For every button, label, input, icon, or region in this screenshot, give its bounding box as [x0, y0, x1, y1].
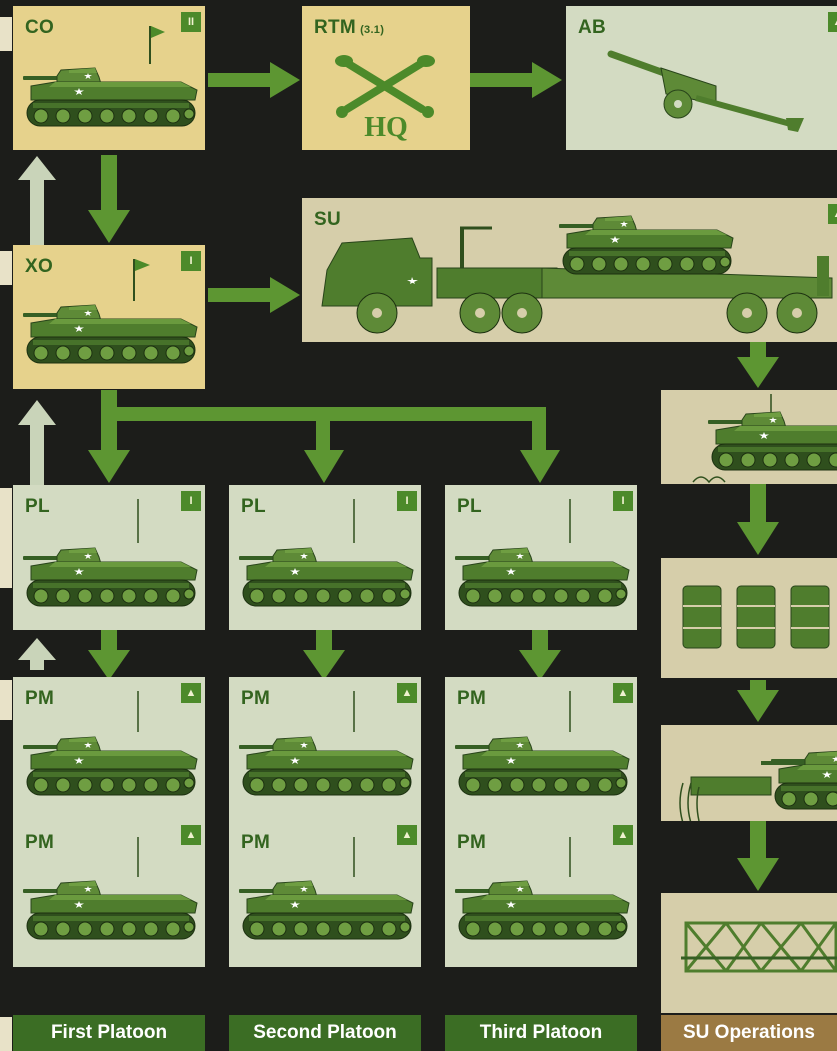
pl-node-first[interactable]: PL I	[13, 485, 205, 630]
pm-node[interactable]: PM PM ▲ ▲	[229, 677, 421, 967]
ab-node[interactable]: AB ▲	[566, 6, 837, 150]
footer-second-platoon: Second Platoon	[229, 1015, 421, 1051]
su-op-dozer[interactable]	[661, 725, 837, 821]
xo-node[interactable]: XO I	[13, 245, 205, 389]
pl-node-third[interactable]: PL I	[445, 485, 637, 630]
pm-node[interactable]: PM PM ▲ ▲	[13, 677, 205, 967]
pl-node-second[interactable]: PL I	[229, 485, 421, 630]
footer-third-platoon: Third Platoon	[445, 1015, 637, 1051]
edge-tab	[0, 680, 12, 720]
tank-icon	[229, 485, 421, 630]
fuel-drum-icon	[661, 558, 837, 678]
tank-transporter-icon	[302, 198, 837, 342]
bridge-icon	[661, 893, 837, 1013]
tank-icon	[13, 485, 205, 630]
co-node[interactable]: CO II	[13, 6, 205, 150]
pm-node[interactable]: PM PM ▲ ▲	[445, 677, 637, 967]
tank-icon	[13, 245, 205, 389]
footer-first-platoon: First Platoon	[13, 1015, 205, 1051]
edge-tab	[0, 251, 12, 285]
tank-icon	[445, 677, 637, 967]
rtm-node[interactable]: RTM(3.1) HQ	[302, 6, 470, 150]
edge-tab	[0, 17, 12, 51]
tank-icon	[13, 6, 205, 150]
tank-icon	[13, 677, 205, 967]
su-op-bridge[interactable]	[661, 893, 837, 1013]
su-op-tank-recovery[interactable]	[661, 390, 837, 484]
su-op-fuel[interactable]	[661, 558, 837, 678]
footer-su-operations: SU Operations	[661, 1015, 837, 1051]
tank-icon	[229, 677, 421, 967]
tank-icon	[661, 390, 837, 484]
howitzer-icon	[566, 6, 837, 150]
su-node[interactable]: SU ▲	[302, 198, 837, 342]
hq-text: HQ	[364, 112, 408, 143]
crossed-cannons-icon: HQ	[302, 6, 470, 150]
tank-icon	[445, 485, 637, 630]
edge-tab	[0, 1017, 12, 1051]
edge-tab	[0, 488, 12, 588]
dozer-tank-icon	[661, 725, 837, 821]
